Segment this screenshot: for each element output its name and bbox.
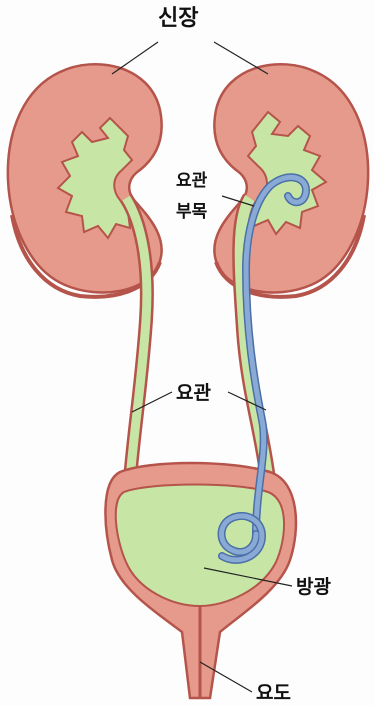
kidney-leader-left <box>112 42 158 74</box>
kidney-label: 신장 <box>158 8 198 30</box>
kidney-leader-right <box>214 42 268 74</box>
ureteral-stent-label-line1: 요관 <box>176 173 207 190</box>
urethra-label: 요도 <box>256 684 291 703</box>
ureteral-stent-label-line2: 부목 <box>176 204 207 221</box>
ureter-label: 요관 <box>176 384 211 403</box>
bladder-label: 방광 <box>296 578 331 597</box>
